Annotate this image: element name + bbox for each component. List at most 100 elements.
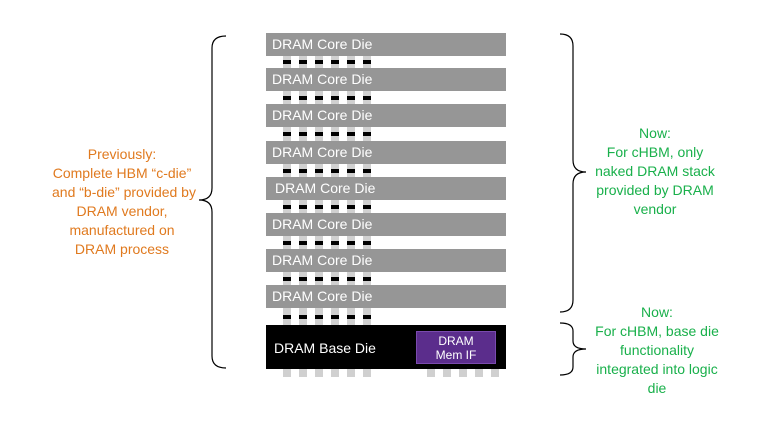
tsv-bump (283, 169, 291, 173)
tsv-bump (299, 96, 307, 100)
base-die-bump (331, 369, 339, 377)
tsv-bump (283, 241, 291, 245)
tsv-bump (331, 205, 339, 209)
tsv-bump (331, 169, 339, 173)
dram-core-die: DRAM Core Die (266, 104, 506, 127)
tsv-bump (331, 277, 339, 281)
tsv-bump (299, 132, 307, 136)
right-bottom-note-line: functionality (620, 342, 694, 358)
tsv-bump (331, 96, 339, 100)
tsv-bump (315, 60, 323, 64)
tsv-bump (283, 60, 291, 64)
tsv-bump (283, 315, 291, 319)
base-die-bump (491, 369, 499, 377)
tsv-bump (331, 315, 339, 319)
tsv-bump (363, 315, 371, 319)
tsv-bump (331, 132, 339, 136)
right-top-note-line: vendor (633, 201, 677, 217)
left-note-line: DRAM process (74, 241, 170, 257)
tsv-bump (363, 132, 371, 136)
tsv-bump (299, 60, 307, 64)
right-bottom-note: Now: For cHBM, base die functionality in… (582, 303, 732, 398)
core-die-label: DRAM Core Die (272, 144, 373, 160)
tsv-bump (363, 169, 371, 173)
core-die-label: DRAM Core Die (272, 71, 373, 87)
left-note-line: DRAM vendor, (76, 203, 168, 219)
tsv-bump (347, 277, 355, 281)
tsv-bump (283, 132, 291, 136)
core-die-label: DRAM Core Die (272, 216, 373, 232)
tsv-bump (315, 169, 323, 173)
core-die-label: DRAM Core Die (275, 180, 376, 196)
right-top-note-line: For cHBM, only (606, 144, 704, 160)
base-die-label: DRAM Base Die (274, 340, 376, 356)
tsv-bump (299, 241, 307, 245)
right-bottom-note-line: die (647, 380, 667, 396)
tsv-bump (347, 169, 355, 173)
core-die-label: DRAM Core Die (272, 288, 373, 304)
dram-core-die: DRAM Core Die (266, 213, 506, 236)
base-die-bump (443, 369, 451, 377)
dram-core-die: DRAM Core Die (266, 249, 506, 272)
right-bottom-note-line: integrated into logic (596, 361, 718, 377)
tsv-bump (283, 205, 291, 209)
tsv-bump (299, 205, 307, 209)
tsv-bump (331, 241, 339, 245)
tsv-bump (299, 277, 307, 281)
right-top-note: Now: For cHBM, only naked DRAM stack pro… (590, 124, 720, 219)
tsv-bump (347, 315, 355, 319)
tsv-bump (315, 277, 323, 281)
tsv-bump (363, 277, 371, 281)
tsv-bump (347, 96, 355, 100)
left-brace (198, 35, 227, 369)
core-die-label: DRAM Core Die (272, 36, 373, 52)
tsv-bump (347, 205, 355, 209)
dram-core-die: DRAM Core Die (266, 33, 506, 56)
base-die-bump (363, 369, 371, 377)
dram-core-die: DRAM Core Die (266, 141, 506, 164)
right-top-brace (559, 33, 587, 313)
base-die-bump (299, 369, 307, 377)
tsv-bump (299, 169, 307, 173)
right-top-note-line: Now: (639, 125, 671, 141)
tsv-bump (315, 205, 323, 209)
base-die-bump (475, 369, 483, 377)
tsv-bump (363, 96, 371, 100)
tsv-bump (363, 241, 371, 245)
left-note-line: manufactured on (69, 222, 175, 238)
tsv-bump (331, 60, 339, 64)
right-top-note-line: provided by DRAM (596, 182, 714, 198)
left-note: Previously: Complete HBM “c-die” and “b-… (52, 145, 196, 259)
base-die-bump (283, 369, 291, 377)
mem-if-line: Mem IF (435, 348, 477, 362)
right-bottom-brace (559, 322, 587, 376)
dram-core-die: DRAM Core Die (266, 285, 506, 308)
base-die-bump (459, 369, 467, 377)
core-die-label: DRAM Core Die (272, 107, 373, 123)
right-top-note-line: naked DRAM stack (595, 163, 715, 179)
base-die-bump (347, 369, 355, 377)
tsv-bump (315, 96, 323, 100)
tsv-bump (315, 132, 323, 136)
tsv-bump (283, 96, 291, 100)
tsv-bump (363, 205, 371, 209)
left-note-line: Complete HBM “c-die” (52, 165, 192, 181)
tsv-bump (347, 60, 355, 64)
left-note-line: and “b-die” provided by (52, 184, 196, 200)
mem-if-line: DRAM (438, 334, 474, 348)
tsv-bump (299, 315, 307, 319)
base-die-bump (315, 369, 323, 377)
tsv-bump (347, 241, 355, 245)
right-bottom-note-line: Now: (641, 304, 673, 320)
left-note-line: Previously: (87, 146, 157, 162)
core-die-label: DRAM Core Die (272, 252, 373, 268)
dram-core-die: DRAM Core Die (266, 68, 506, 91)
tsv-bump (283, 277, 291, 281)
tsv-bump (315, 315, 323, 319)
tsv-bump (363, 60, 371, 64)
base-die-bump (427, 369, 435, 377)
dram-mem-if-block: DRAM Mem IF (416, 331, 496, 364)
tsv-bump (315, 241, 323, 245)
right-bottom-note-line: For cHBM, base die (595, 323, 719, 339)
